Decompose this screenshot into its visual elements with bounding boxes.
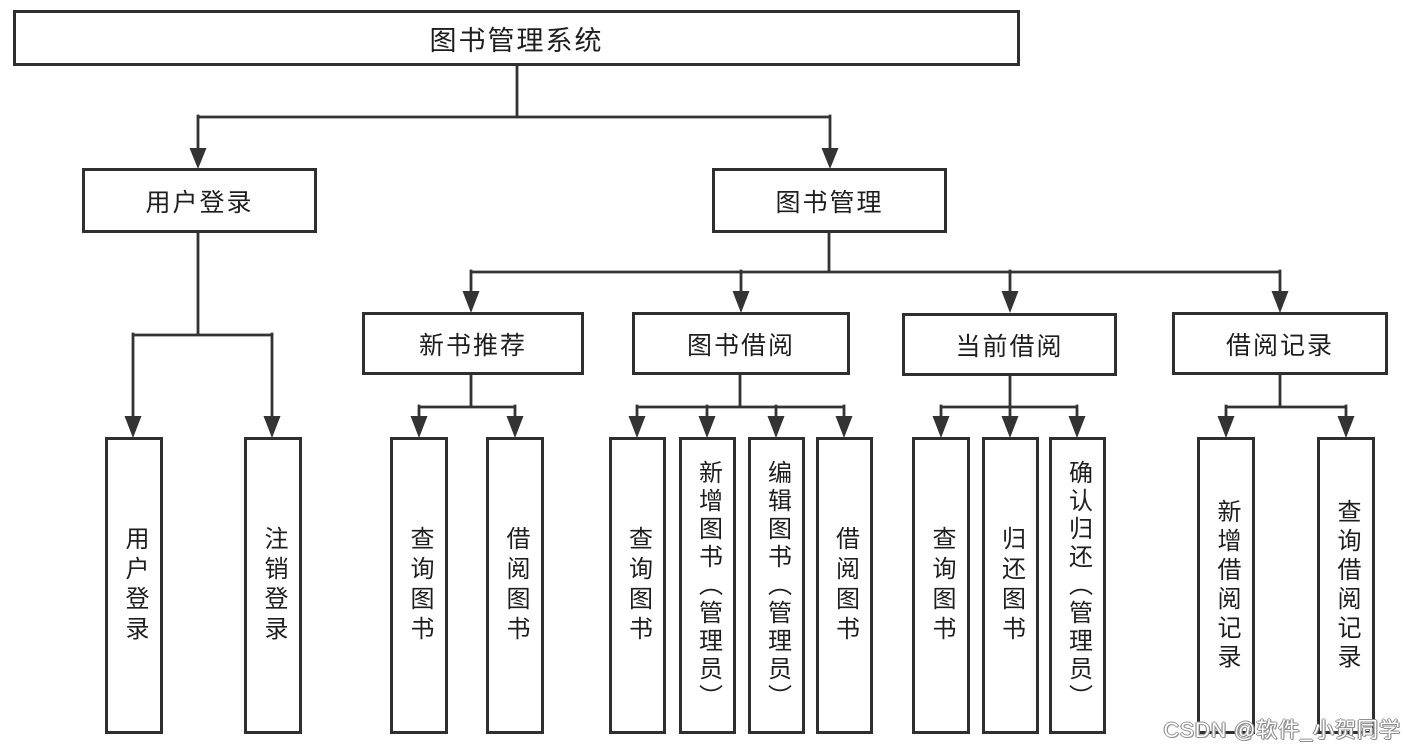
node-user-login: 用户登录 bbox=[82, 168, 317, 233]
leaf-logout: 注销登录 bbox=[244, 437, 302, 734]
leaf-add-borrow-record: 新增借阅记录 bbox=[1197, 437, 1255, 734]
leaf-query-books-borrowing: 查询图书 bbox=[609, 437, 666, 734]
leaf-borrow-books-recommend: 借阅图书 bbox=[486, 437, 544, 734]
node-label: 编辑图书（管理员） bbox=[763, 459, 791, 712]
node-label: 图书管理系统 bbox=[429, 25, 604, 56]
node-label: 新增借阅记录 bbox=[1213, 498, 1240, 673]
node-label: 归还图书 bbox=[997, 525, 1025, 646]
node-new-book-recommend: 新书推荐 bbox=[362, 312, 584, 375]
edge-newbook-split bbox=[417, 372, 517, 421]
node-label: 查询图书 bbox=[928, 525, 955, 646]
leaf-borrow-books: 借阅图书 bbox=[816, 437, 873, 734]
csdn-watermark: CSDN @软件_小贺同学 bbox=[1163, 719, 1401, 742]
leaf-add-book-admin: 新增图书（管理员） bbox=[679, 437, 736, 734]
node-label: 新书推荐 bbox=[418, 331, 527, 360]
node-label: 借阅记录 bbox=[1225, 331, 1334, 360]
node-label: 确认归还（管理员） bbox=[1064, 459, 1092, 712]
node-label: 用户登录 bbox=[145, 188, 254, 217]
edge-root-split bbox=[196, 62, 832, 152]
node-label: 用户登录 bbox=[121, 525, 148, 646]
node-book-management: 图书管理 bbox=[712, 168, 947, 233]
node-label: 图书管理 bbox=[775, 188, 884, 217]
edge-bookmgmt-split bbox=[469, 229, 1282, 296]
node-label: 查询图书 bbox=[624, 525, 652, 646]
node-label: 借阅图书 bbox=[502, 525, 529, 646]
node-current-borrowing: 当前借阅 bbox=[902, 313, 1117, 376]
node-label: 查询借阅记录 bbox=[1333, 498, 1360, 673]
node-borrow-records: 借阅记录 bbox=[1172, 312, 1388, 375]
node-label: 注销登录 bbox=[260, 525, 287, 646]
leaf-user-login: 用户登录 bbox=[105, 437, 163, 734]
node-library-system: 图书管理系统 bbox=[13, 10, 1020, 66]
node-label: 新增图书（管理员） bbox=[694, 459, 722, 712]
edge-userlogin-split bbox=[131, 229, 274, 421]
edge-currentborrow-split bbox=[939, 373, 1079, 421]
leaf-query-books-recommend: 查询图书 bbox=[390, 437, 448, 734]
leaf-query-borrow-record: 查询借阅记录 bbox=[1317, 437, 1375, 734]
arrowheads bbox=[124, 148, 1355, 438]
leaf-query-books-current: 查询图书 bbox=[912, 437, 970, 734]
node-label: 查询图书 bbox=[406, 525, 433, 646]
node-book-borrowing: 图书借阅 bbox=[632, 312, 850, 375]
edge-bookborrow-split bbox=[635, 372, 846, 421]
leaf-return-books: 归还图书 bbox=[982, 437, 1039, 734]
node-label: 当前借阅 bbox=[955, 332, 1064, 361]
node-label: 图书借阅 bbox=[686, 331, 795, 360]
node-label: 借阅图书 bbox=[831, 525, 859, 646]
leaf-edit-book-admin: 编辑图书（管理员） bbox=[748, 437, 805, 734]
edge-borrowrecord-split bbox=[1224, 372, 1348, 421]
leaf-confirm-return-admin: 确认归还（管理员） bbox=[1049, 437, 1106, 734]
